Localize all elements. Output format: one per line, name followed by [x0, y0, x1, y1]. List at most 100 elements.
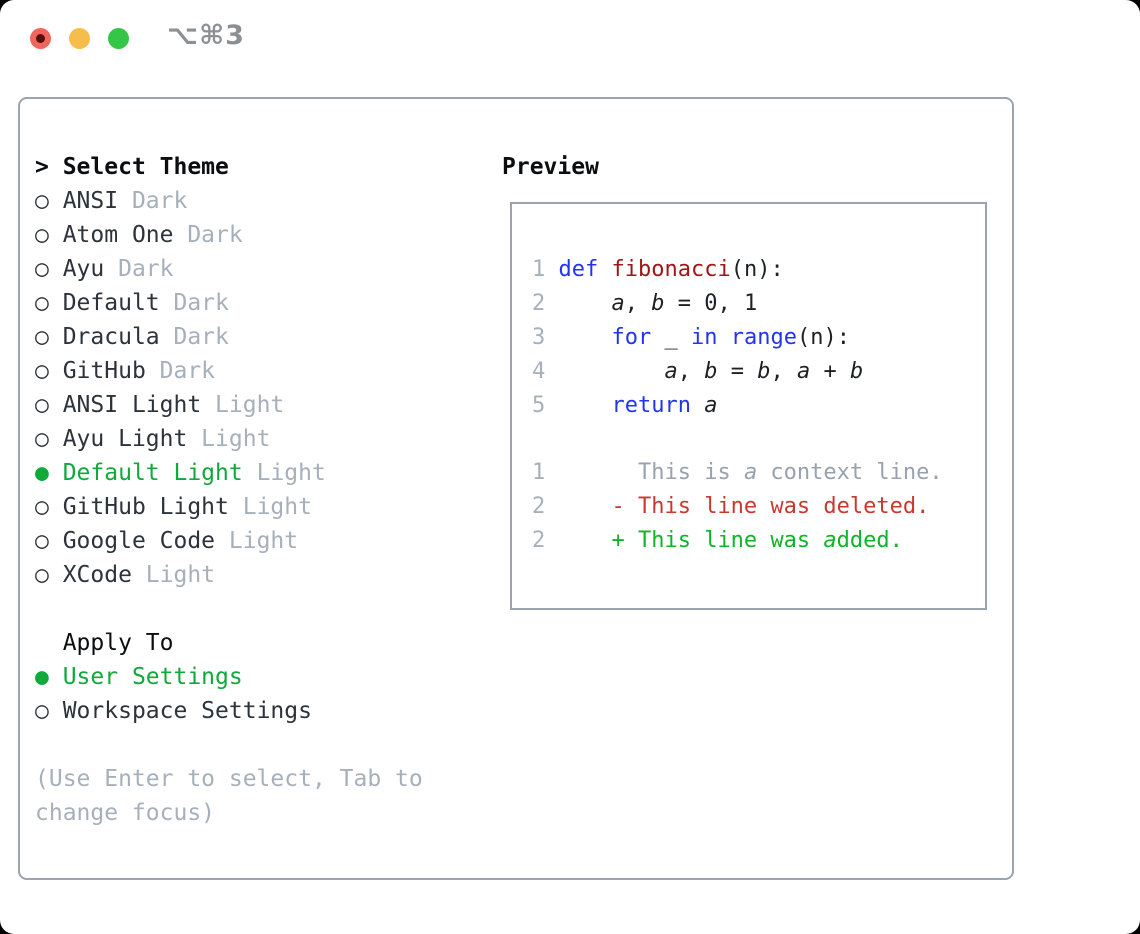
code-segment: This is [558, 460, 744, 485]
hint-line-2: change focus) [35, 800, 216, 826]
code-segment: context line. [757, 460, 943, 485]
diff-preview: 1 This is a context line.2 - This line w… [532, 456, 985, 558]
apply-option-label: Workspace Settings [62, 698, 312, 724]
radio-unselected-icon: ○ [35, 256, 63, 282]
radio-unselected-icon: ○ [35, 324, 63, 350]
code-segment: (n): [730, 257, 784, 282]
theme-option-ayu[interactable]: ○ Ayu Dark [35, 252, 423, 286]
line-number: 3 [532, 325, 559, 350]
theme-option-github[interactable]: ○ GitHub Dark [35, 354, 423, 388]
preview-heading: Preview [502, 154, 599, 180]
apply-option-label: User Settings [62, 664, 243, 690]
cursor-icon: > [35, 154, 63, 180]
radio-unselected-icon: ○ [35, 698, 63, 724]
radio-unselected-icon: ○ [35, 494, 63, 520]
theme-option-atom-one[interactable]: ○ Atom One Dark [35, 218, 423, 252]
line-number: 2 [532, 528, 559, 553]
radio-unselected-icon: ○ [35, 358, 63, 384]
radio-unselected-icon: ○ [35, 290, 63, 316]
tui-panel: > Select Theme ○ ANSI Dark○ Atom One Dar… [18, 97, 1014, 880]
theme-option-dracula[interactable]: ○ Dracula Dark [35, 320, 423, 354]
diff-line: 2 - This line was deleted. [532, 490, 985, 524]
code-segment: for [611, 325, 652, 350]
radio-selected-icon: ● [35, 664, 63, 690]
code-segment: = 0, 1 [664, 291, 758, 316]
line-number: 4 [532, 359, 559, 384]
code-segment: b [757, 359, 771, 384]
theme-option-ansi[interactable]: ○ ANSI Dark [35, 184, 423, 218]
code-segment: , [624, 291, 652, 316]
traffic-lights [30, 28, 129, 49]
theme-option-xcode[interactable]: ○ XCode Light [35, 558, 423, 592]
code-segment: a [823, 528, 837, 553]
code-segment [717, 325, 730, 350]
theme-variant: Light [187, 426, 271, 452]
theme-variant: Light [131, 562, 216, 588]
apply-option-workspace-settings[interactable]: ○ Workspace Settings [35, 694, 423, 728]
radio-unselected-icon: ○ [35, 562, 63, 588]
code-segment: range [730, 325, 797, 350]
theme-option-google-code[interactable]: ○ Google Code Light [35, 524, 423, 558]
line-number: 2 [532, 494, 559, 519]
close-button-icon[interactable] [30, 28, 51, 49]
hint-line-1: (Use Enter to select, Tab to [35, 766, 423, 792]
code-line: 5 return a [532, 389, 985, 423]
code-segment: b [651, 291, 665, 316]
theme-name: Default Light [62, 460, 243, 486]
theme-options-list: ○ ANSI Dark○ Atom One Dark○ Ayu Dark○ De… [35, 184, 423, 592]
code-segment: dded. [836, 528, 903, 553]
apply-option-user-settings[interactable]: ● User Settings [35, 660, 423, 694]
radio-selected-icon: ● [35, 460, 63, 486]
radio-unselected-icon: ○ [35, 222, 63, 248]
code-segment: a [611, 291, 625, 316]
code-segment: - This line was deleted. [558, 494, 930, 519]
code-segment: , [677, 359, 705, 384]
theme-name: Atom One [62, 222, 174, 248]
code-segment: b [849, 359, 864, 384]
theme-variant: Dark [118, 188, 188, 214]
code-segment: a [704, 393, 718, 418]
theme-variant: Light [215, 528, 299, 554]
theme-name: Ayu Light [62, 426, 188, 452]
theme-name: Default [62, 290, 160, 316]
theme-name: Ayu [62, 256, 105, 282]
theme-option-default-light[interactable]: ● Default Light Light [35, 456, 423, 490]
spacer [35, 592, 423, 626]
code-line: 4 a, b = b, a + b [532, 355, 985, 389]
theme-variant: Dark [104, 256, 174, 282]
code-segment [559, 359, 665, 384]
code-segment: a [664, 359, 678, 384]
theme-variant: Light [201, 392, 285, 418]
code-segment [559, 325, 612, 350]
code-segment [559, 393, 612, 418]
theme-name: GitHub Light [62, 494, 229, 520]
code-segment: def [558, 257, 599, 282]
code-line: 1 def fibonacci(n): [532, 253, 985, 287]
code-segment: a [743, 460, 758, 485]
diff-line: 2 + This line was added. [532, 524, 985, 558]
theme-variant: Light [242, 460, 326, 486]
theme-option-ayu-light[interactable]: ○ Ayu Light Light [35, 422, 423, 456]
select-theme-title: Select Theme [62, 154, 229, 180]
code-segment [598, 257, 611, 282]
minimize-button-icon[interactable] [69, 28, 90, 49]
theme-option-ansi-light[interactable]: ○ ANSI Light Light [35, 388, 423, 422]
theme-name: ANSI [62, 188, 119, 214]
theme-name: ANSI Light [62, 392, 202, 418]
zoom-button-icon[interactable] [108, 28, 129, 49]
theme-name: Google Code [62, 528, 216, 554]
code-segment: return [611, 393, 691, 418]
code-line: 2 a, b = 0, 1 [532, 287, 985, 321]
theme-option-default[interactable]: ○ Default Dark [35, 286, 423, 320]
theme-variant: Dark [159, 324, 229, 350]
radio-unselected-icon: ○ [35, 426, 63, 452]
radio-unselected-icon: ○ [35, 188, 63, 214]
theme-option-github-light[interactable]: ○ GitHub Light Light [35, 490, 423, 524]
code-segment: = [717, 359, 758, 384]
code-line: 3 for _ in range(n): [532, 321, 985, 355]
window-shortcut-label: ⌥⌘3 [167, 20, 245, 51]
radio-unselected-icon: ○ [35, 392, 63, 418]
